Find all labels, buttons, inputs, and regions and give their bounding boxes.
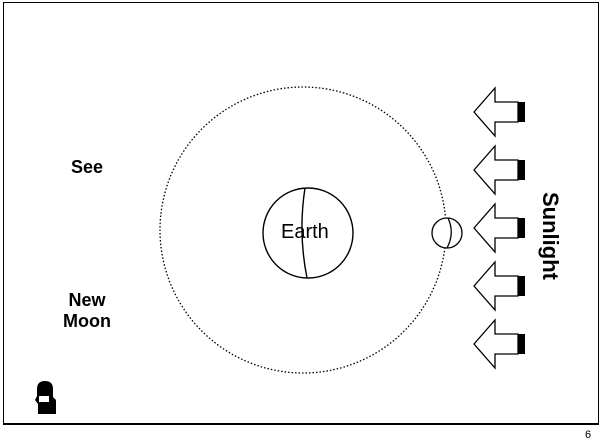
sunlight-arrow-left-icon — [474, 146, 525, 194]
page-number: 6 — [585, 429, 591, 441]
sunlight-arrows — [474, 88, 525, 368]
phase-label-line1: New — [52, 290, 122, 311]
phase-label: New Moon — [52, 290, 122, 331]
sunlight-arrow-left-icon — [474, 204, 525, 252]
moon — [432, 218, 462, 248]
see-label: See — [62, 157, 112, 178]
person-silhouette-icon — [35, 381, 56, 414]
sunlight-arrow-left-icon — [474, 88, 525, 136]
sunlight-arrow-left-icon — [474, 320, 525, 368]
sunlight-label: Sunlight — [537, 192, 563, 272]
earth-label: Earth — [281, 221, 329, 244]
sunlight-arrow-left-icon — [474, 262, 525, 310]
phase-label-line2: Moon — [52, 311, 122, 332]
